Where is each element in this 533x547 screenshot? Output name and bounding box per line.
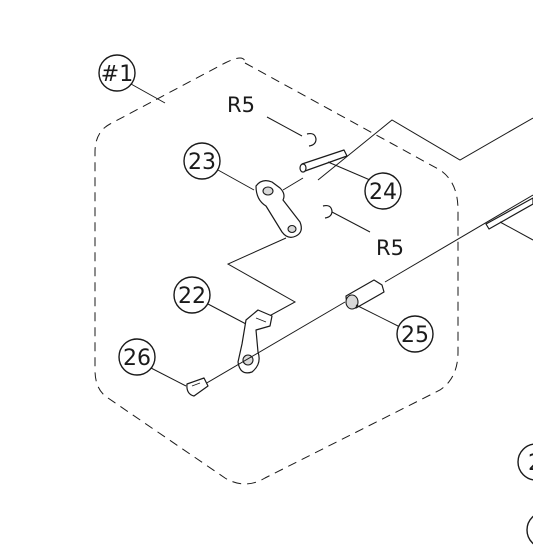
callout-23-label: 23: [188, 150, 216, 175]
screw-26-slot: [191, 382, 201, 387]
shaft-24-end: [299, 163, 307, 173]
callout-26-circle: [118, 338, 156, 376]
retaining-ring-top: [306, 132, 317, 147]
callout-23-leader: [217, 169, 255, 191]
retaining-ring-mid: [322, 204, 333, 219]
connector-line-upper: [317, 117, 533, 181]
connector-line-center: [226, 237, 297, 321]
ref-r5-mid: R5: [376, 236, 404, 260]
connector-line-lower: [204, 301, 346, 385]
ref-r5-mid-leader: [331, 211, 371, 233]
callout-25-circle: [396, 315, 434, 353]
callout-25-leader: [355, 304, 401, 328]
callout-assembly-leader: [130, 83, 166, 104]
ref-r5-top-leader: [266, 116, 303, 137]
callout-25-label: 25: [401, 323, 429, 348]
ref-r5-top: R5: [227, 93, 255, 117]
callout-assembly-label: #1: [101, 62, 133, 87]
edge-leader: [499, 221, 533, 241]
callout-24-circle: [364, 172, 402, 210]
shaft-24: [301, 149, 348, 172]
arm-23-hole-bottom: [287, 224, 297, 234]
callout-26-leader: [150, 367, 187, 387]
callout-edge-circle: [517, 443, 533, 481]
callout-22-leader: [207, 303, 247, 325]
arm-23-hole-top: [262, 186, 274, 196]
bracket-22: [237, 309, 273, 374]
bracket-22-detail: [255, 317, 267, 323]
connector-line-mid: [384, 194, 533, 283]
screw-26: [186, 377, 209, 397]
callout-22-label: 22: [178, 284, 206, 309]
callout-24-leader: [327, 161, 371, 181]
shaft-far-right: [485, 197, 533, 230]
callout-24-label: 24: [369, 180, 397, 205]
callout-23-circle: [183, 142, 221, 180]
callout-22-circle: [173, 276, 211, 314]
arm-23-link: [282, 177, 304, 191]
callout-assembly-circle: [98, 54, 136, 92]
callout-26-label: 26: [123, 346, 151, 371]
callout-edge-circle-2: [526, 515, 533, 545]
pin-25-head: [345, 294, 359, 310]
callout-edge-label: 2: [528, 451, 533, 476]
assembly-boundary: [94, 57, 459, 485]
